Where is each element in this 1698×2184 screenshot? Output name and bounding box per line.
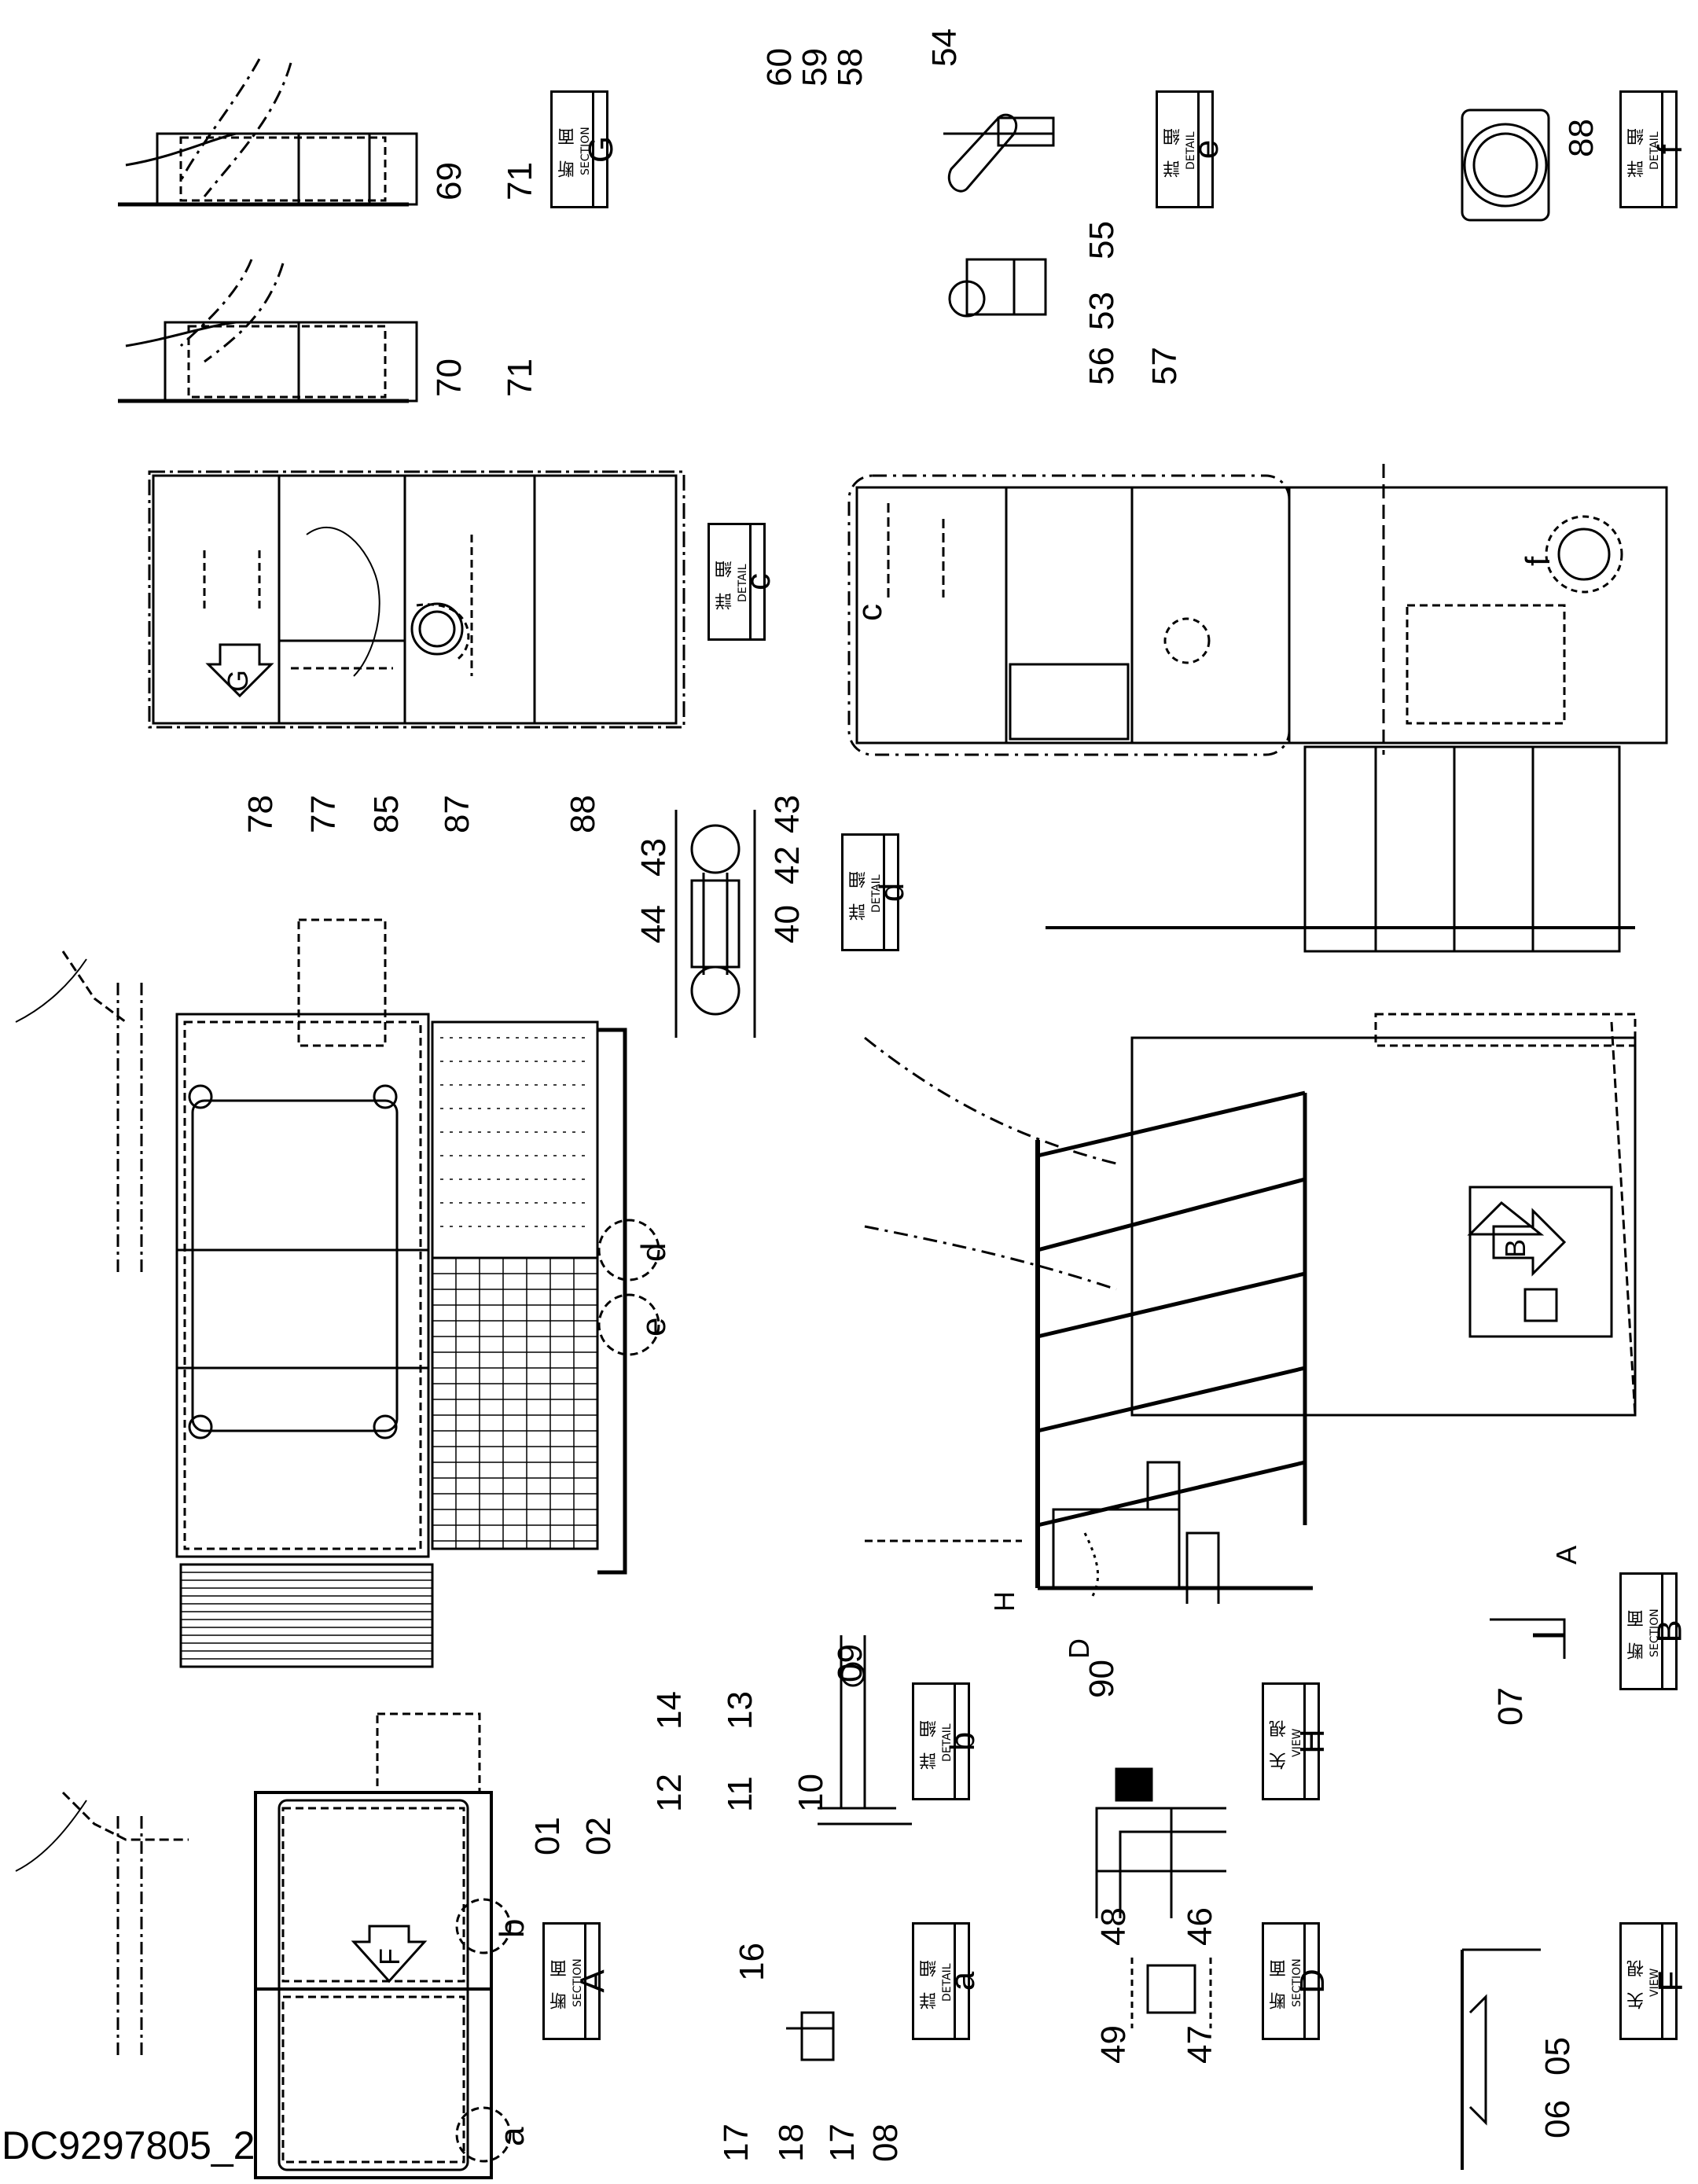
part-label: 43 [768,795,807,833]
callout-letter: c [851,604,889,621]
callout-letter: a [493,2127,531,2146]
part-label: 58 [831,48,869,86]
view-marker: B [1499,1238,1531,1258]
part-label: 48 [1094,1907,1133,1946]
part-label: 77 [304,795,343,833]
view-marker: D [1063,1638,1095,1659]
part-label: 70 [430,358,469,397]
title-block-view-h: 矢 視 VIEW H [1262,1682,1332,1800]
title-block-section-d: 断 面 SECTION D [1262,1922,1332,2040]
part-label: 07 [1491,1687,1530,1726]
callout-letter: b [493,1918,531,1938]
section-g-upper [118,58,418,207]
part-label: 87 [438,795,476,833]
part-label: 40 [768,905,807,943]
part-label: 43 [634,838,673,877]
part-label: 14 [650,1691,689,1730]
part-label: 47 [1181,2025,1219,2064]
part-label: 85 [367,795,406,833]
part-label: 88 [564,795,602,833]
callout-letter: d [634,1242,673,1262]
detail-e [943,113,1055,318]
part-label: 12 [650,1774,689,1812]
detail-a-sketch [786,1807,912,2061]
detail-c-left [148,470,685,729]
part-label: 88 [1562,119,1601,157]
detail-b-sketch [840,1635,866,1808]
title-block-detail-f: 詳 細 DETAIL f [1619,90,1689,208]
title-block-detail-c: 詳 細 DETAIL c [708,523,777,641]
callout-letter: e [634,1317,673,1337]
view-h-sketch [1095,1767,1226,1918]
part-label: 18 [772,2123,810,2162]
title-block-section-a: 断 面 SECTION A [542,1922,612,2040]
part-label: 08 [866,2123,905,2162]
part-label: 71 [501,162,539,200]
view-marker: A [1550,1545,1582,1564]
title-block-section-g: 断 面 SECTION G [550,90,620,208]
part-label: 05 [1538,2037,1577,2076]
part-label: 90 [1082,1660,1121,1698]
part-label: 17 [717,2123,755,2162]
callout-letter: f [1519,556,1557,566]
part-label: 09 [831,1644,869,1682]
part-label: 53 [1082,292,1121,330]
section-g-lower [118,259,418,403]
part-label: 16 [733,1943,771,1981]
title-block-detail-d: 詳 細 DETAIL d [841,833,911,951]
side-elevation [864,1013,1637,1604]
title-block-detail-e: 詳 細 DETAIL e [1156,90,1226,208]
part-label: 42 [768,846,807,884]
detail-d [674,810,756,1038]
part-label: 44 [634,905,673,943]
view-f-sketch [1461,1948,1541,2170]
part-label: 55 [1082,221,1121,259]
detail-c-right [847,464,1668,953]
section-d-sketch [1130,1958,1212,2028]
part-label: 17 [823,2123,862,2162]
part-label: 57 [1145,347,1184,385]
part-label: 02 [579,1817,618,1855]
part-label: 13 [721,1691,759,1730]
view-marker: H [988,1591,1020,1612]
part-label: 71 [501,358,539,397]
title-block-detail-a: 詳 細 DETAIL a [912,1922,982,2040]
title-block-view-f: 矢 視 VIEW F [1619,1922,1689,2040]
part-label: 06 [1538,2100,1577,2138]
drawing-id: DC9297805_2 [2,2123,255,2167]
part-label: 11 [721,1776,759,1812]
section-a [15,1712,512,2179]
part-label: 69 [430,162,469,200]
part-label: 46 [1181,1907,1219,1946]
title-block-section-b: 断 面 SECTION B [1619,1572,1689,1690]
part-label: 01 [528,1817,567,1855]
part-label: 78 [241,795,280,833]
detail-f [1461,108,1550,222]
part-label: 10 [792,1774,830,1812]
part-label: 54 [925,28,964,67]
part-label: 56 [1082,347,1121,385]
title-block-detail-b: 詳 細 DETAIL b [912,1682,982,1800]
part-label: 49 [1094,2025,1133,2064]
view-marker: G [222,669,254,692]
view-marker: F [373,1948,406,1965]
part-label: 60 [760,48,799,86]
main-plan-view [15,918,660,1668]
section-b-sketch [1490,1618,1566,1659]
part-label: 59 [796,48,834,86]
